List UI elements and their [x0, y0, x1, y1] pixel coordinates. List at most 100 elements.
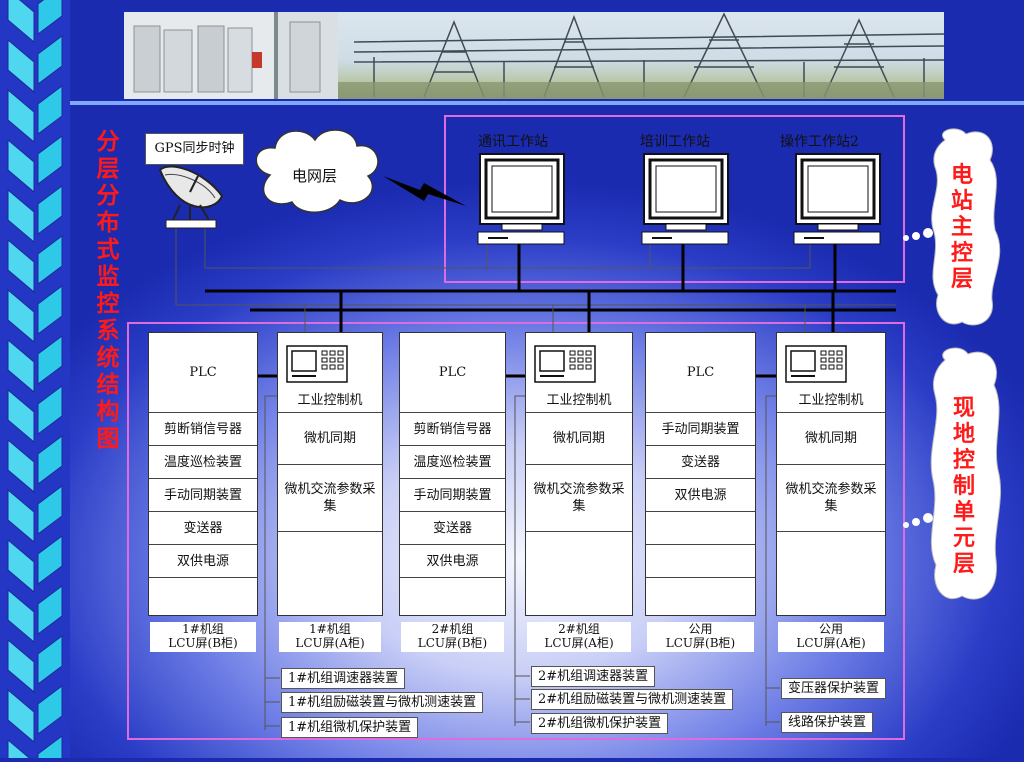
workstation-label-train: 培训工作站 [640, 134, 710, 150]
zigzag-stripe [37, 185, 63, 235]
panel-row: 温度巡检装置 [400, 446, 505, 479]
panel-row: 变送器 [400, 512, 505, 545]
substation-picture [124, 12, 944, 99]
protection-device-label: 2#机组调速器装置 [531, 666, 656, 687]
zigzag-stripe [7, 588, 35, 644]
station-layer-label: 电站主控层 [950, 162, 973, 292]
panel-row: 双供电源 [646, 479, 755, 512]
protection-device-label: 1#机组励磁装置与微机测速装置 [281, 692, 484, 713]
page-title: 分层分布式监控系统结构图 [96, 128, 120, 452]
protection-device-label: 变压器保护装置 [781, 678, 887, 699]
zigzag-stripe [7, 288, 35, 344]
panel-row: 剪断销信号器 [400, 413, 505, 446]
field-layer-frame [127, 322, 905, 740]
zigzag-stripe [37, 285, 63, 335]
zigzag-stripe [7, 188, 35, 244]
zigzag-stripe [37, 535, 63, 585]
zigzag-stripe [7, 38, 35, 94]
zigzag-stripe [37, 335, 63, 385]
zigzag-stripe [37, 0, 63, 35]
zigzag-stripe [7, 688, 35, 744]
zigzag-stripe [7, 438, 35, 494]
lcu-caption: 1#机组 LCU屏(A柜) [279, 622, 381, 652]
lcu-panel: 工业控制机微机同期微机交流参数采集 [277, 332, 383, 616]
zigzag-stripe [37, 585, 63, 635]
left-decoration [0, 0, 70, 762]
ipc-header: 工业控制机 [278, 389, 382, 413]
protection-device-label: 1#机组微机保护装置 [281, 717, 419, 738]
lcu-caption: 1#机组 LCU屏(B柜) [150, 622, 256, 652]
ipc-header: 工业控制机 [777, 389, 885, 413]
protection-device-label: 2#机组励磁装置与微机测速装置 [531, 689, 734, 710]
panel-row [777, 532, 885, 615]
zigzag-stripe [7, 388, 35, 444]
gps-line [175, 228, 896, 306]
lightning-icon [383, 176, 466, 206]
zigzag-stripe [7, 538, 35, 594]
protection-device-label: 1#机组调速器装置 [281, 668, 406, 689]
zigzag-stripe [37, 235, 63, 285]
zigzag-stripe [37, 435, 63, 485]
industrial-computer-icon [785, 345, 847, 387]
panel-row: 微机交流参数采集 [278, 465, 382, 532]
panel-row [278, 532, 382, 615]
industrial-computer-icon [534, 345, 596, 387]
lcu-caption: 公用 LCU屏(A柜) [778, 622, 884, 652]
gps-label: GPS同步时钟 [145, 133, 244, 165]
station-layer-cloud [931, 128, 1001, 326]
zigzag-stripe [37, 735, 63, 762]
ipc-header: 工业控制机 [526, 389, 632, 413]
panel-row: 剪断销信号器 [149, 413, 257, 446]
grid-layer-label: 电网层 [292, 167, 338, 185]
zigzag-stripe [7, 138, 35, 194]
zigzag-stripe [7, 338, 35, 394]
panel-row [526, 532, 632, 615]
zigzag-stripe [37, 385, 63, 435]
lcu-caption: 公用 LCU屏(B柜) [647, 622, 754, 652]
zigzag-stripe [7, 0, 35, 44]
panel-row: 手动同期装置 [149, 479, 257, 512]
lcu-caption: 2#机组 LCU屏(A柜) [527, 622, 631, 652]
satellite-dish-icon [158, 165, 224, 229]
panel-row: 变送器 [149, 512, 257, 545]
zigzag-stripe [7, 238, 35, 294]
zigzag-stripe [7, 88, 35, 144]
panel-row: 微机同期 [777, 413, 885, 465]
lcu-caption: 2#机组 LCU屏(B柜) [401, 622, 504, 652]
panel-row [149, 578, 257, 615]
plc-header: PLC [400, 333, 505, 413]
lcu-panel: 工业控制机微机同期微机交流参数采集 [776, 332, 886, 616]
panel-row [400, 578, 505, 615]
plc-header: PLC [646, 333, 755, 413]
zigzag-stripe [37, 485, 63, 535]
header-rule [70, 101, 1024, 105]
zigzag-stripe [37, 35, 63, 85]
zigzag-stripe [37, 635, 63, 685]
workstation-label-op: 操作工作站2 [780, 134, 859, 150]
workstation-monitor-icon [788, 152, 884, 252]
panel-row: 双供电源 [400, 545, 505, 578]
zigzag-stripe [37, 85, 63, 135]
panel-row: 微机交流参数采集 [526, 465, 632, 532]
zigzag-stripe [7, 638, 35, 694]
workstation-monitor-icon [472, 152, 568, 252]
zigzag-stripe [37, 685, 63, 735]
field-layer-cloud [930, 347, 1001, 600]
panel-row [646, 578, 755, 615]
workstation-label-comm: 通讯工作站 [478, 134, 548, 150]
panel-row: 温度巡检装置 [149, 446, 257, 479]
panel-row [646, 512, 755, 545]
zigzag-stripe [7, 488, 35, 544]
field-layer-label: 现地控制单元层 [952, 395, 975, 577]
banner-photo [124, 12, 944, 99]
panel-row: 手动同期装置 [400, 479, 505, 512]
protection-device-label: 线路保护装置 [781, 712, 874, 733]
lcu-panel: 工业控制机微机同期微机交流参数采集 [525, 332, 633, 616]
connector-dots [903, 228, 933, 528]
panel-row [646, 545, 755, 578]
workstation-monitor-icon [636, 152, 732, 252]
